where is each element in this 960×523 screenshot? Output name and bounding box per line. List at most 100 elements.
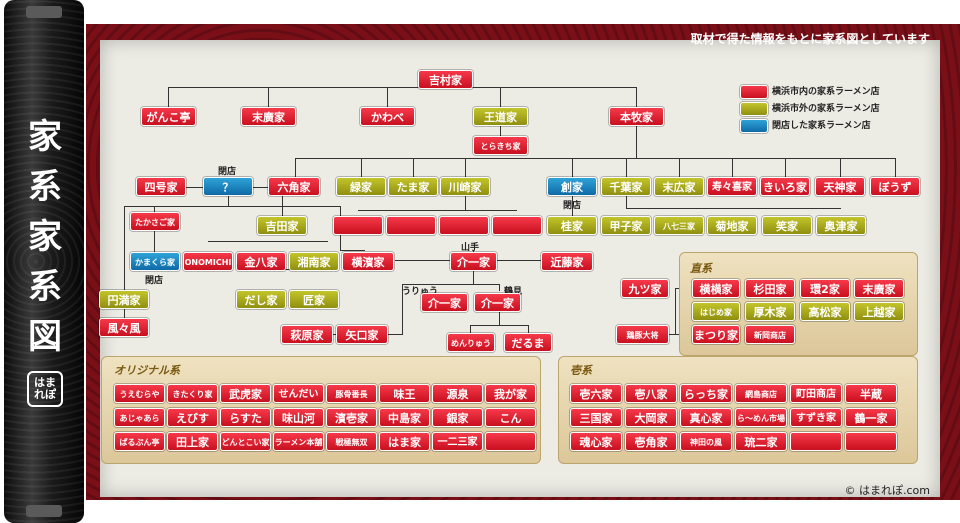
node-honmaki[interactable]: 本牧家: [609, 107, 664, 126]
node-torakichi[interactable]: とらきち家: [473, 136, 528, 155]
node-empty-tree[interactable]: [492, 216, 542, 235]
node-sho[interactable]: 笑家: [762, 216, 812, 235]
node-daruma[interactable]: だるま: [504, 333, 552, 352]
ichi-item[interactable]: 半蔵: [845, 384, 897, 403]
node-dashi[interactable]: だし家: [236, 290, 286, 309]
ichi-item[interactable]: 壱角家: [625, 432, 677, 451]
original-item[interactable]: どんとこい家: [220, 432, 271, 451]
node-midori[interactable]: 緑家: [336, 177, 386, 196]
node-yongo[interactable]: 四号家: [136, 177, 186, 196]
ichi-item[interactable]: 真心家: [680, 408, 732, 427]
ichi-item[interactable]: ら〜めん市場: [735, 408, 787, 427]
node-hachi3[interactable]: 八七三家: [654, 216, 704, 235]
original-item[interactable]: らすた: [220, 408, 271, 427]
ichi-item[interactable]: 三国家: [570, 408, 622, 427]
original-item[interactable]: 味山河: [273, 408, 324, 427]
node-kawasaki[interactable]: 川崎家: [440, 177, 490, 196]
ichi-item[interactable]: [845, 432, 897, 451]
original-item[interactable]: 一二三家: [432, 432, 483, 451]
ichi-item[interactable]: らっち家: [680, 384, 732, 403]
node-kiiro[interactable]: きいろ家: [760, 177, 810, 196]
node-kikuchi[interactable]: 菊地家: [707, 216, 757, 235]
original-item[interactable]: 源泉: [432, 384, 483, 403]
node-odo[interactable]: 王道家: [473, 107, 528, 126]
original-item[interactable]: きたくり家: [167, 384, 218, 403]
node-kaiichi-uryu[interactable]: 介一家: [421, 293, 468, 312]
original-item[interactable]: うえむらや: [114, 384, 165, 403]
node-tori[interactable]: 鶏豚大将: [616, 325, 669, 344]
node-kawabe[interactable]: かわべ: [360, 107, 415, 126]
node-kondo[interactable]: 近藤家: [541, 252, 593, 271]
ichi-item[interactable]: 鶴一家: [845, 408, 897, 427]
node-jukiya[interactable]: 寿々喜家: [707, 177, 757, 196]
ichi-item[interactable]: すずき家: [790, 408, 842, 427]
original-item[interactable]: 我が家: [485, 384, 536, 403]
node-menryu[interactable]: めんりゅう: [447, 333, 495, 352]
original-item[interactable]: ぱるぷん亭: [114, 432, 165, 451]
node-kamakura[interactable]: かまくら家: [130, 252, 180, 271]
ichi-item[interactable]: [790, 432, 842, 451]
node-yaguchi[interactable]: 矢口家: [336, 325, 388, 344]
ichi-item[interactable]: 大岡家: [625, 408, 677, 427]
chokkei-item[interactable]: 末廣家: [854, 279, 904, 298]
original-item[interactable]: 田上家: [167, 432, 218, 451]
ichi-item[interactable]: 壱六家: [570, 384, 622, 403]
original-item[interactable]: 味王: [379, 384, 430, 403]
ichi-item[interactable]: 壱八家: [625, 384, 677, 403]
chokkei-item[interactable]: はじめ家: [692, 302, 740, 321]
node-fufu[interactable]: 風々風: [99, 318, 149, 337]
node-tama[interactable]: たま家: [388, 177, 438, 196]
original-item[interactable]: 濱壱家: [326, 408, 377, 427]
original-item[interactable]: 豚骨番長: [326, 384, 377, 403]
node-empty-tree[interactable]: [386, 216, 436, 235]
node-suehiro[interactable]: 末廣家: [241, 107, 296, 126]
original-item[interactable]: [485, 432, 536, 451]
node-empty-tree[interactable]: [333, 216, 383, 235]
node-kaiichi-tsurumi[interactable]: 介一家: [474, 293, 521, 312]
node-unknown[interactable]: ？: [203, 177, 253, 196]
original-item[interactable]: あじゃあら: [114, 408, 165, 427]
node-chiba[interactable]: 千葉家: [601, 177, 651, 196]
chokkei-item[interactable]: 高松家: [800, 302, 850, 321]
node-kei[interactable]: 桂家: [547, 216, 597, 235]
node-takasago[interactable]: たかさご家: [130, 212, 180, 231]
node-yoshimura[interactable]: 吉村家: [418, 70, 473, 89]
original-item[interactable]: 銀家: [432, 408, 483, 427]
node-tenjin[interactable]: 天神家: [815, 177, 865, 196]
chokkei-item[interactable]: 横横家: [692, 279, 740, 298]
node-kinpachi[interactable]: 金八家: [236, 252, 286, 271]
ichi-item[interactable]: 町田商店: [790, 384, 842, 403]
chokkei-item[interactable]: 環2家: [800, 279, 850, 298]
node-empty-tree[interactable]: [439, 216, 489, 235]
chokkei-item[interactable]: 杉田家: [745, 279, 795, 298]
node-so[interactable]: 創家: [547, 177, 597, 196]
ichi-item[interactable]: 琉二家: [735, 432, 787, 451]
node-shonan[interactable]: 湘南家: [289, 252, 339, 271]
original-item[interactable]: はま家: [379, 432, 430, 451]
node-hagiwara[interactable]: 萩原家: [281, 325, 333, 344]
node-kokonotsu[interactable]: 九ツ家: [621, 279, 669, 298]
node-kaiichi[interactable]: 介一家: [450, 252, 497, 271]
chokkei-item[interactable]: 上越家: [854, 302, 904, 321]
node-koshi[interactable]: 甲子家: [601, 216, 651, 235]
node-suehiro2[interactable]: 末広家: [654, 177, 704, 196]
node-ganko[interactable]: がんこ亭: [141, 107, 196, 126]
node-bozu[interactable]: ぼうず: [870, 177, 920, 196]
original-item[interactable]: せんだい: [273, 384, 324, 403]
node-takumi[interactable]: 匠家: [289, 290, 339, 309]
chokkei-item[interactable]: 厚木家: [745, 302, 795, 321]
original-item[interactable]: 中島家: [379, 408, 430, 427]
original-item[interactable]: えびす: [167, 408, 218, 427]
chokkei-item[interactable]: まつり家: [692, 325, 740, 344]
ichi-item[interactable]: 魂心家: [570, 432, 622, 451]
node-yokohama[interactable]: 横濱家: [342, 252, 394, 271]
ichi-item[interactable]: 神田の風: [680, 432, 732, 451]
node-yoshida[interactable]: 吉田家: [257, 216, 307, 235]
node-rokkaku[interactable]: 六角家: [268, 177, 320, 196]
original-item[interactable]: ラーメン本舗: [273, 432, 324, 451]
chokkei-item[interactable]: 新岡商店: [745, 325, 795, 344]
node-okutsu[interactable]: 奥津家: [816, 216, 866, 235]
original-item[interactable]: 武虎家: [220, 384, 271, 403]
ichi-item[interactable]: 網島商店: [735, 384, 787, 403]
node-onomichi[interactable]: ONOMICHI: [183, 252, 233, 271]
